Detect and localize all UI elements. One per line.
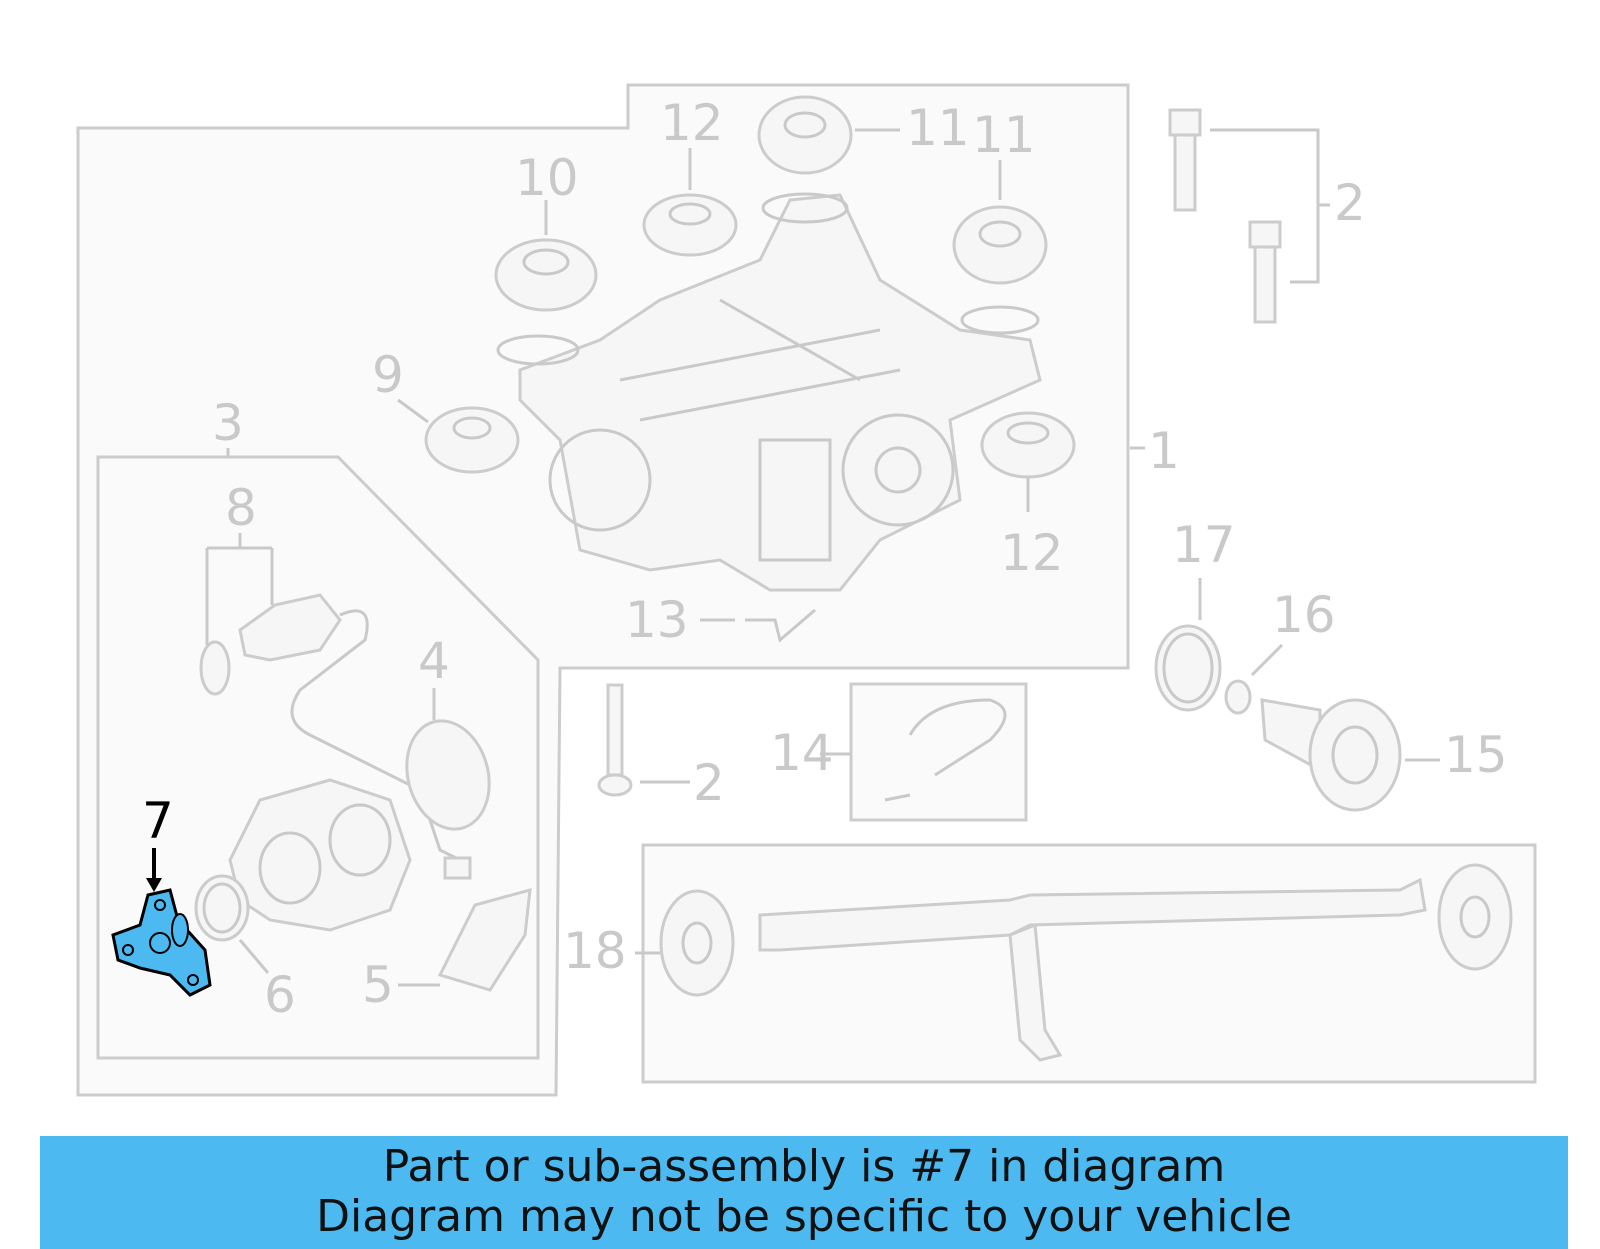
plate-5	[437, 887, 532, 992]
callout-8: 8	[225, 479, 257, 537]
driveshaft-18	[659, 863, 1513, 1062]
callout-10: 10	[515, 149, 579, 207]
callout-3: 3	[212, 394, 244, 452]
callout-18: 18	[563, 922, 627, 980]
flange-15	[1260, 698, 1402, 812]
clip-13	[745, 608, 816, 643]
mount-9	[424, 406, 520, 474]
callout-11-top: 11	[906, 99, 970, 157]
bolt-2-top	[1168, 108, 1202, 212]
mount-10	[494, 238, 598, 312]
callout-13: 13	[625, 591, 689, 649]
callout-11-right: 11	[972, 106, 1036, 164]
callout-7: 7	[142, 792, 174, 850]
mount-11-top	[757, 95, 853, 175]
callout-14: 14	[770, 724, 834, 782]
callout-1: 1	[1148, 422, 1180, 480]
callout-12-top: 12	[660, 94, 724, 152]
banner-line-1: Part or sub-assembly is #7 in diagram	[382, 1141, 1226, 1192]
mount-11-right	[952, 205, 1048, 285]
bolt-2-top-second	[1248, 220, 1282, 324]
callout-2-middle: 2	[693, 754, 725, 812]
oring-4	[405, 719, 491, 831]
highlighted-part-7	[111, 888, 212, 997]
callout-12-right: 12	[1000, 524, 1064, 582]
callout-17: 17	[1172, 516, 1236, 574]
callout-15: 15	[1444, 726, 1508, 784]
banner-line-2: Diagram may not be specific to your vehi…	[316, 1191, 1292, 1242]
part-18-panel	[641, 843, 1537, 1084]
mount-12-right	[980, 411, 1076, 479]
callout-2-top: 2	[1334, 174, 1366, 232]
hose-14	[884, 698, 1007, 802]
callout-16: 16	[1272, 586, 1336, 644]
callout-6: 6	[264, 966, 296, 1024]
callout-4: 4	[418, 632, 450, 690]
differential-housing-illustration	[496, 192, 1042, 592]
seal-17	[1154, 624, 1222, 712]
callout-5: 5	[362, 956, 394, 1014]
solenoid-8	[199, 593, 472, 880]
callout-9: 9	[372, 346, 404, 404]
part-14-panel	[849, 682, 1028, 822]
bolt-2-middle	[597, 683, 633, 797]
pump-housing	[228, 778, 412, 932]
info-banner: Part or sub-assembly is #7 in diagram Di…	[40, 1136, 1568, 1249]
mount-12-top	[642, 193, 738, 257]
ring-16	[1224, 679, 1252, 715]
